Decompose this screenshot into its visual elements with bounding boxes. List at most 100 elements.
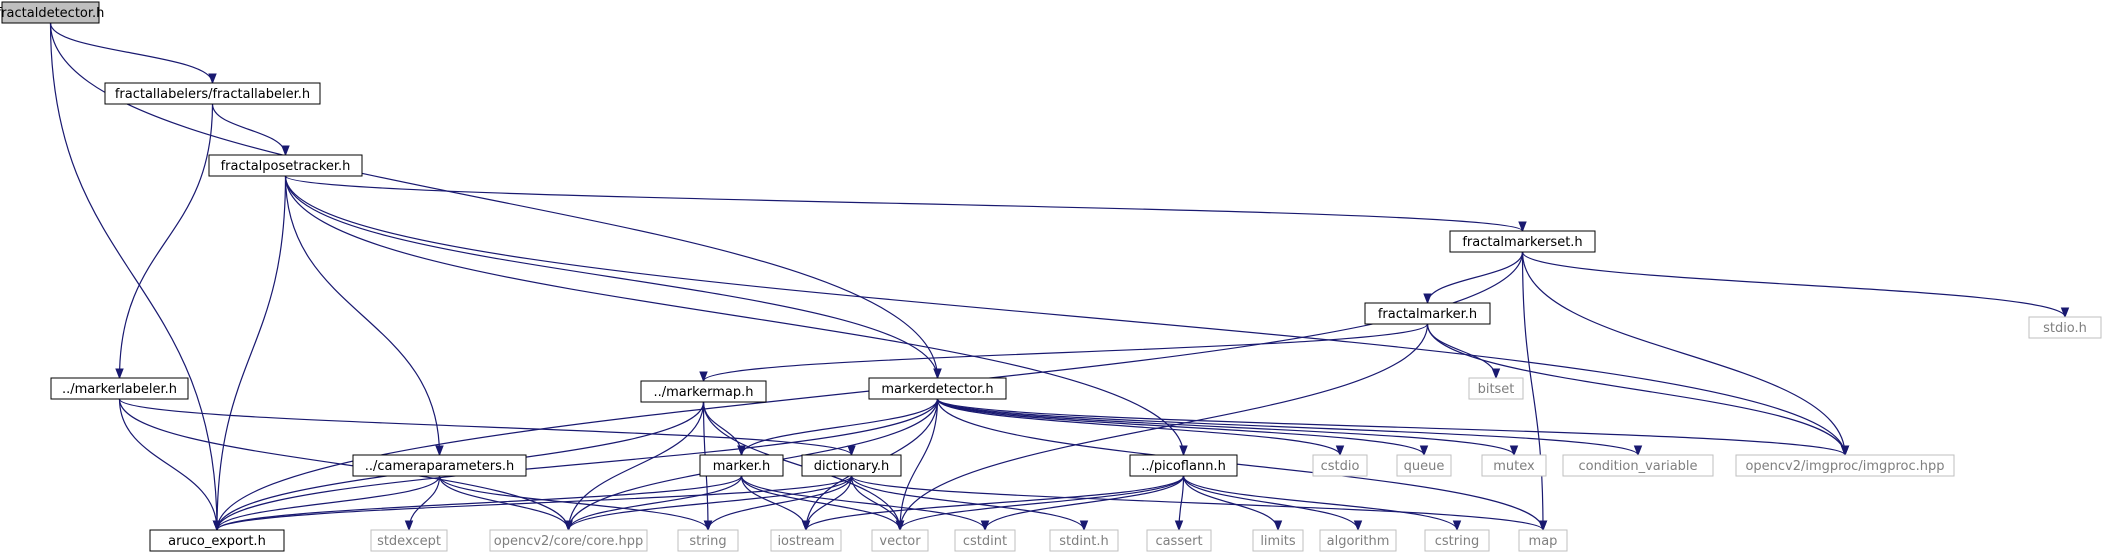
node-stdexcept: stdexcept xyxy=(370,529,448,552)
edge-fractaldetector-to-fractallabeler xyxy=(49,22,217,85)
node-fractalmarkerset[interactable]: fractalmarkerset.h xyxy=(1449,230,1596,253)
edge-picoflann-to-vector xyxy=(895,475,1185,532)
node-label-cstdint: cstdint xyxy=(963,534,1007,549)
node-label-dictionary: dictionary.h xyxy=(814,459,889,474)
node-label-condition_variable: condition_variable xyxy=(1578,459,1697,474)
node-stdio: stdio.h xyxy=(2028,316,2102,339)
edge-markerdetector-to-imgproc xyxy=(936,398,1850,457)
edge-marker-to-aruco_export xyxy=(212,475,743,532)
node-picoflann[interactable]: ../picoflann.h xyxy=(1129,454,1238,477)
edge-fractaldetector-to-markerdetector xyxy=(49,22,942,380)
edge-fractalposetracker-to-aruco_export xyxy=(212,175,287,532)
edge-markerdetector-to-marker xyxy=(737,398,939,457)
node-label-algorithm: algorithm xyxy=(1327,534,1390,549)
edge-picoflann-to-limits xyxy=(1182,475,1283,532)
node-marker[interactable]: marker.h xyxy=(699,454,784,477)
node-stdint: stdint.h xyxy=(1049,529,1119,552)
node-algorithm: algorithm xyxy=(1319,529,1397,552)
node-string: string xyxy=(677,529,739,552)
edge-fractalposetracker-to-picoflann xyxy=(284,175,1188,457)
node-dictionary[interactable]: dictionary.h xyxy=(801,454,902,477)
node-condition_variable: condition_variable xyxy=(1562,454,1714,477)
edge-markerdetector-to-condition_variable xyxy=(936,398,1643,457)
node-label-fractalmarker: fractalmarker.h xyxy=(1378,307,1477,322)
edge-marker-to-vector xyxy=(740,475,905,532)
edge-dictionary-to-core xyxy=(564,475,853,532)
edge-markerdetector-to-queue xyxy=(936,398,1429,457)
node-label-bitset: bitset xyxy=(1478,382,1515,397)
node-label-picoflann: ../picoflann.h xyxy=(1141,459,1226,474)
edge-cameraparameters-to-core xyxy=(438,475,573,532)
node-cstring: cstring xyxy=(1424,529,1490,552)
node-label-markerlabeler: ../markerlabeler.h xyxy=(62,382,177,397)
node-fractallabeler[interactable]: fractallabelers/fractallabeler.h xyxy=(104,82,321,105)
node-markerdetector[interactable]: markerdetector.h xyxy=(868,377,1007,400)
edge-fractalposetracker-to-cameraparameters xyxy=(284,175,444,457)
edge-picoflann-to-cassert xyxy=(1174,475,1185,532)
edge-fractalmarker-to-markermap xyxy=(699,323,1429,383)
node-markermap[interactable]: ../markermap.h xyxy=(640,380,767,403)
edge-fractalmarkerset-to-stdio xyxy=(1521,251,2070,319)
edge-fractalposetracker-to-markerdetector xyxy=(284,175,942,380)
node-aruco_export[interactable]: aruco_export.h xyxy=(149,529,285,552)
node-label-fractallabeler: fractallabelers/fractallabeler.h xyxy=(115,87,310,102)
node-label-limits: limits xyxy=(1260,534,1296,549)
node-label-map: map xyxy=(1529,534,1558,549)
node-label-aruco_export: aruco_export.h xyxy=(168,534,266,549)
node-bitset: bitset xyxy=(1468,377,1524,400)
node-iostream: iostream xyxy=(770,529,842,552)
edge-fractalmarkerset-to-imgproc xyxy=(1521,251,1850,457)
edge-fractalmarkerset-to-map xyxy=(1521,251,1548,532)
node-label-cassert: cassert xyxy=(1155,534,1202,549)
edge-fractalmarker-to-vector xyxy=(895,323,1429,532)
edge-picoflann-to-cstdint xyxy=(980,475,1185,532)
node-fractalmarker[interactable]: fractalmarker.h xyxy=(1364,302,1491,325)
node-limits: limits xyxy=(1252,529,1304,552)
node-label-string: string xyxy=(689,534,726,549)
dependency-edges xyxy=(49,22,2070,532)
node-vector: vector xyxy=(871,529,929,552)
node-label-cstdio: cstdio xyxy=(1321,459,1360,474)
node-label-core: opencv2/core/core.hpp xyxy=(494,534,644,549)
edge-picoflann-to-algorithm xyxy=(1182,475,1363,532)
node-cameraparameters[interactable]: ../cameraparameters.h xyxy=(352,454,527,477)
node-label-cstring: cstring xyxy=(1435,534,1479,549)
node-cstdint: cstdint xyxy=(954,529,1016,552)
node-label-imgproc: opencv2/imgproc/imgproc.hpp xyxy=(1745,459,1944,474)
node-label-stdint: stdint.h xyxy=(1059,534,1108,549)
node-label-cameraparameters: ../cameraparameters.h xyxy=(365,459,515,474)
node-fractaldetector[interactable]: fractaldetector.h xyxy=(0,1,104,24)
edge-markerdetector-to-cstdio xyxy=(936,398,1345,457)
node-label-stdio: stdio.h xyxy=(2043,321,2087,336)
edge-cameraparameters-to-stdexcept xyxy=(404,475,441,532)
edge-fractallabeler-to-markerlabeler xyxy=(115,103,214,380)
node-label-mutex: mutex xyxy=(1493,459,1535,474)
edge-picoflann-to-cstring xyxy=(1182,475,1462,532)
edge-picoflann-to-iostream xyxy=(801,475,1185,532)
node-label-markerdetector: markerdetector.h xyxy=(881,382,993,397)
node-label-queue: queue xyxy=(1404,459,1445,474)
node-queue: queue xyxy=(1396,454,1452,477)
edge-fractalmarkerset-to-fractalmarker xyxy=(1423,251,1524,305)
edge-fractalposetracker-to-imgproc xyxy=(284,175,1850,457)
node-cstdio: cstdio xyxy=(1312,454,1368,477)
edge-marker-to-iostream xyxy=(740,475,811,532)
node-fractalposetracker[interactable]: fractalposetracker.h xyxy=(208,154,363,177)
edge-dictionary-to-stdint xyxy=(850,475,1089,532)
node-imgproc: opencv2/imgproc/imgproc.hpp xyxy=(1735,454,1955,477)
node-map: map xyxy=(1518,529,1568,552)
node-label-fractaldetector: fractaldetector.h xyxy=(0,6,104,21)
node-label-fractalposetracker: fractalposetracker.h xyxy=(221,159,351,174)
edge-markerdetector-to-mutex xyxy=(936,398,1519,457)
node-markerlabeler[interactable]: ../markerlabeler.h xyxy=(50,377,189,400)
edge-dictionary-to-aruco_export xyxy=(212,475,853,532)
node-core: opencv2/core/core.hpp xyxy=(489,529,648,552)
edge-dictionary-to-string xyxy=(703,475,853,532)
node-label-marker: marker.h xyxy=(713,459,771,474)
edge-fractalposetracker-to-fractalmarkerset xyxy=(284,175,1527,233)
node-cassert: cassert xyxy=(1146,529,1212,552)
node-label-fractalmarkerset: fractalmarkerset.h xyxy=(1462,235,1582,250)
node-label-stdexcept: stdexcept xyxy=(377,534,441,549)
